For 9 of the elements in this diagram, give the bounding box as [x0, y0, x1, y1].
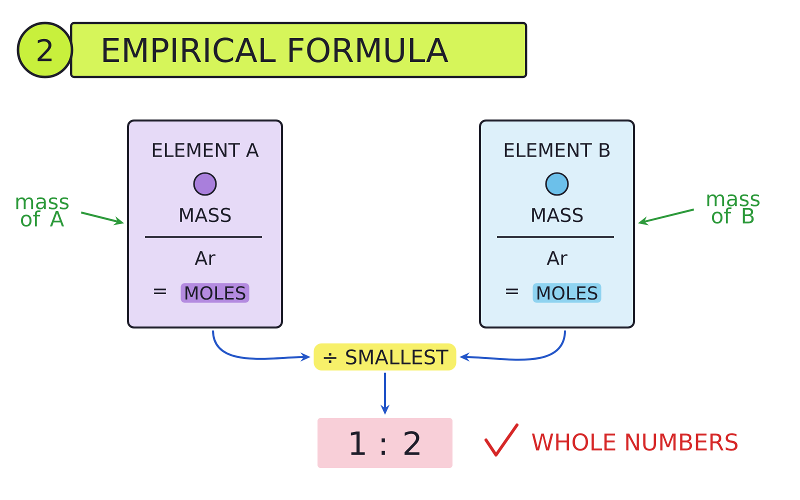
input-label: mass of A — [16, 197, 69, 227]
highlighted-text: MOLES — [532, 283, 602, 303]
highlighted-text: MOLES — [180, 283, 250, 303]
number-badge: 2 — [16, 22, 74, 78]
input-label: mass of B — [707, 194, 760, 224]
highlighted-step: ÷ SMALLEST — [314, 343, 456, 371]
ratio-box: 1 : 2 — [318, 418, 452, 468]
result-note: WHOLE NUMBERS — [532, 433, 738, 451]
title: EMPIRICAL FORMULA — [103, 38, 448, 62]
